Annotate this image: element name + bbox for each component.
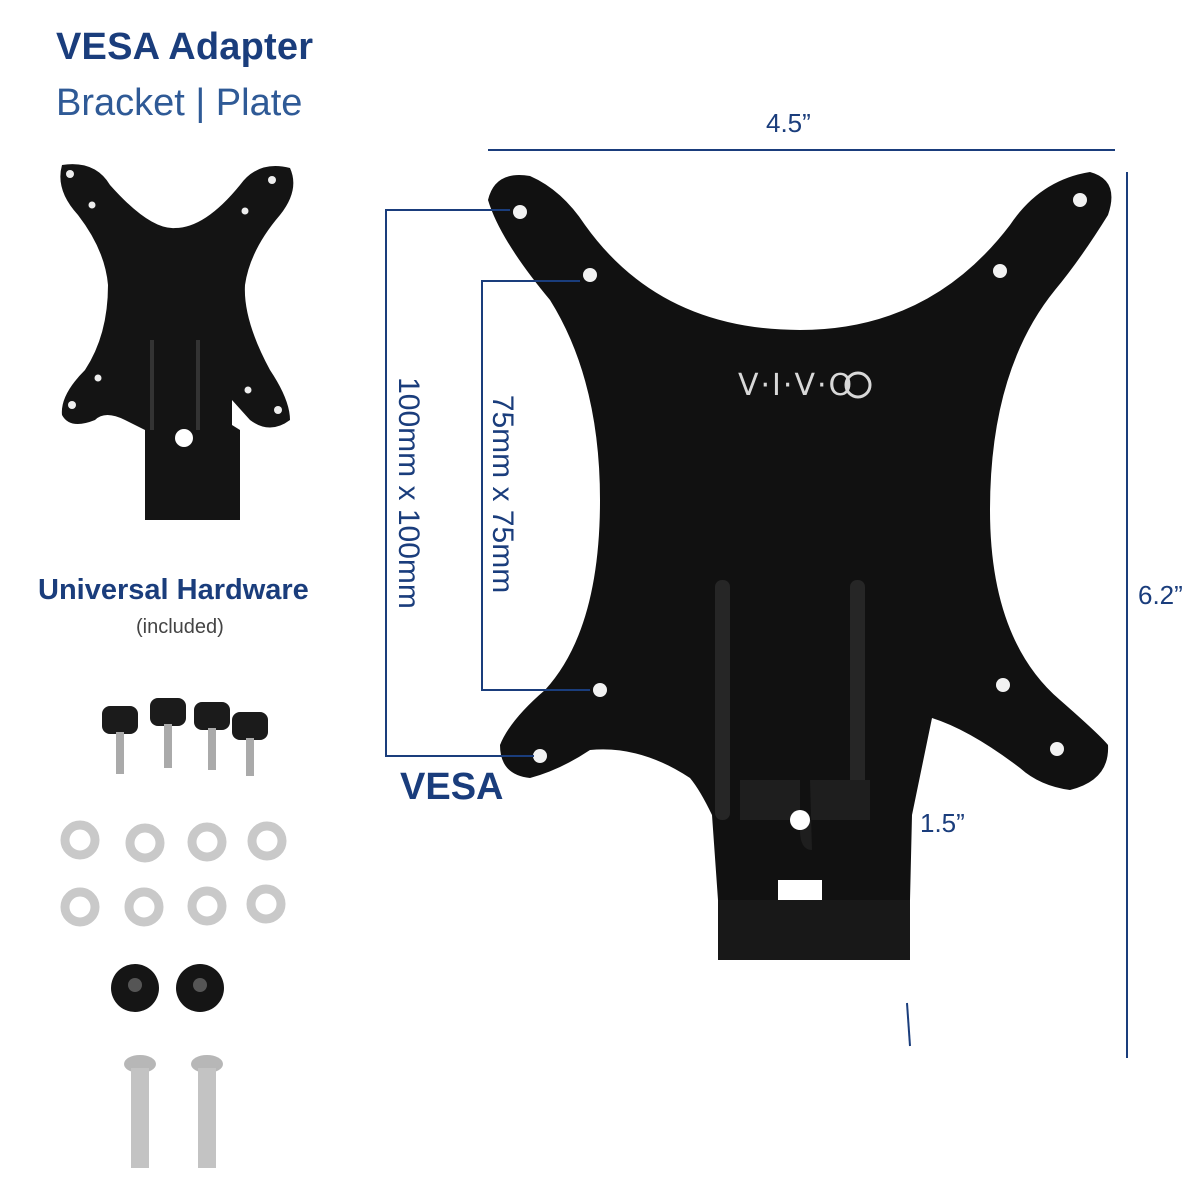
- page-title: VESA Adapter: [56, 26, 314, 68]
- washers: [60, 820, 287, 927]
- vesa-plate: [488, 172, 1112, 960]
- vesa-label: VESA: [400, 766, 504, 808]
- page-subtitle: Bracket | Plate: [56, 82, 303, 124]
- dimension-lines: [385, 149, 1128, 1058]
- bracket-thumbnail: [60, 164, 294, 520]
- bolts: [124, 1055, 223, 1168]
- thumb-screws: [102, 698, 268, 776]
- vesa-100-pattern-label: 100mm x 100mm: [392, 377, 425, 609]
- width-dimension-label: 4.5”: [766, 108, 811, 138]
- depth-dimension-label: 1.5”: [920, 808, 965, 838]
- height-dimension-label: 6.2”: [1138, 580, 1183, 610]
- hardware-subtitle: (included): [136, 616, 224, 638]
- spacers: [111, 964, 224, 1012]
- plate-logo: V·I·V·O: [738, 368, 855, 403]
- hardware-title: Universal Hardware: [38, 574, 309, 606]
- vesa-75-pattern-label: 75mm x 75mm: [486, 394, 519, 594]
